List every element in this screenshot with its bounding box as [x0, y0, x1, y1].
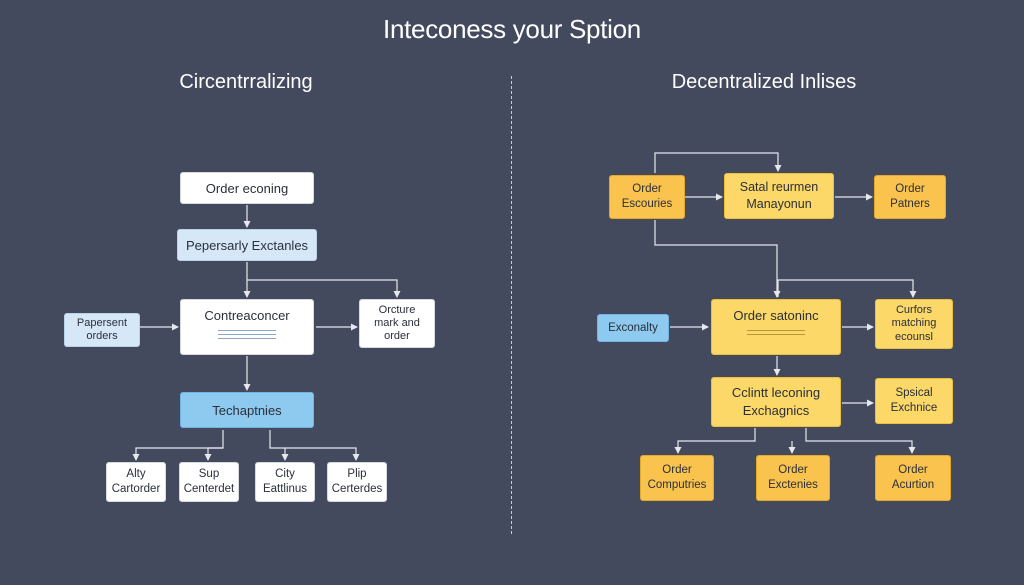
- node-label: Cartorder: [111, 483, 161, 495]
- node-label: Spsical: [895, 387, 933, 399]
- node-label: Sup: [198, 468, 220, 480]
- text-lines-decoration: [218, 334, 276, 335]
- edge-techaptnies-leaf4: [285, 447, 360, 461]
- node-spsical-exchnice: Spsical Exchnice: [875, 378, 953, 424]
- section-divider: [511, 76, 512, 534]
- node-label: orders: [86, 330, 118, 342]
- node-label: Exchnice: [890, 402, 938, 414]
- node-label: order: [384, 330, 410, 342]
- node-papersent-orders: Papersent orders: [64, 313, 140, 347]
- node-label: mark and: [374, 317, 420, 329]
- text-lines-decoration: [218, 338, 276, 339]
- node-label: Cclintt leconing: [731, 385, 821, 400]
- edge-escouries-satoninc: [654, 220, 781, 298]
- edge-satoninc-curfors-top: [777, 279, 917, 298]
- node-label: Plip: [347, 468, 367, 480]
- node-label: Order: [895, 183, 925, 195]
- text-lines-decoration: [218, 330, 276, 331]
- node-order-patners: Order Patners: [874, 175, 946, 219]
- node-label: Alty: [126, 468, 146, 480]
- node-label: Techaptnies: [212, 402, 282, 418]
- node-order-econing: Order econing: [180, 172, 314, 204]
- right-heading: Decentralized Inlises: [671, 71, 857, 93]
- node-label: Exconalty: [608, 321, 658, 334]
- node-label: Contreaconcer: [204, 308, 290, 323]
- edge-cclintt-exctenies: [805, 428, 916, 454]
- node-order-acurtion: Order Acurtion: [875, 455, 951, 501]
- node-label: Order: [662, 464, 692, 476]
- node-label: Order: [778, 464, 808, 476]
- node-label: Order: [898, 464, 928, 476]
- node-order-exctenies: Order Exctenies: [756, 455, 830, 501]
- node-curfors-matching: Curfors matching ecounsl: [875, 299, 953, 349]
- node-order-escouries: Order Escouries: [609, 175, 685, 219]
- node-sup-centerdet: Sup Centerdet: [179, 462, 239, 502]
- node-label: Satal reurmen: [739, 180, 819, 194]
- node-label: Papersent: [76, 317, 128, 329]
- edge-techaptnies-leaf2: [204, 447, 223, 461]
- node-label: Curfors: [895, 303, 933, 316]
- node-alty-cartorder: Alty Cartorder: [106, 462, 166, 502]
- node-pepersarly-exctanles: Pepersarly Exctanles: [177, 229, 317, 261]
- node-label: Order econing: [205, 180, 289, 196]
- node-order-satoninc: Order satoninc: [711, 299, 841, 355]
- node-orcture-mark-order: Orcture mark and order: [359, 299, 435, 348]
- node-contreaconcer: Contreaconcer: [180, 299, 314, 355]
- node-city-eattlinus: City Eattlinus: [255, 462, 315, 502]
- diagram-title: Inteconess your Sption: [383, 14, 641, 44]
- text-lines-decoration: [747, 330, 805, 331]
- node-label: Centerdet: [183, 483, 235, 495]
- edge-techaptnies-leaf1: [132, 430, 224, 461]
- node-label: Pepersarly Exctanles: [185, 237, 309, 253]
- node-techaptnies: Techaptnies: [180, 392, 314, 428]
- node-label: Order: [632, 183, 662, 195]
- node-label: Orcture: [378, 304, 416, 316]
- node-label: Certerdes: [331, 483, 383, 495]
- edge-branch-orcture: [247, 279, 401, 298]
- node-order-computries: Order Computries: [640, 455, 714, 501]
- text-lines-decoration: [747, 334, 805, 335]
- node-label: matching: [891, 317, 937, 330]
- node-label: Escouries: [621, 198, 673, 210]
- edge-cclintt-computries: [674, 428, 756, 454]
- edge-techaptnies-leaf3: [269, 430, 289, 461]
- node-cclintt-leconing: Cclintt leconing Exchagnics: [711, 377, 841, 427]
- node-label: Exchagnics: [742, 403, 810, 418]
- node-exconalty: Exconalty: [597, 314, 669, 342]
- node-satal-reurmen: Satal reurmen Manayonun: [724, 173, 834, 219]
- node-label: Patners: [890, 198, 930, 210]
- node-label: Eattlinus: [262, 483, 308, 495]
- node-label: Computries: [647, 479, 707, 491]
- node-label: ecounsl: [895, 330, 933, 343]
- node-label: Exctenies: [768, 479, 818, 491]
- node-plip-certerdes: Plip Certerdes: [327, 462, 387, 502]
- node-label: Manayonun: [746, 197, 812, 211]
- node-label: Acurtion: [891, 479, 935, 491]
- edge-escouries-loop: [654, 152, 782, 173]
- left-heading: Circentrralizing: [179, 71, 313, 93]
- node-label: City: [275, 468, 295, 480]
- node-label: Order satoninc: [733, 308, 819, 323]
